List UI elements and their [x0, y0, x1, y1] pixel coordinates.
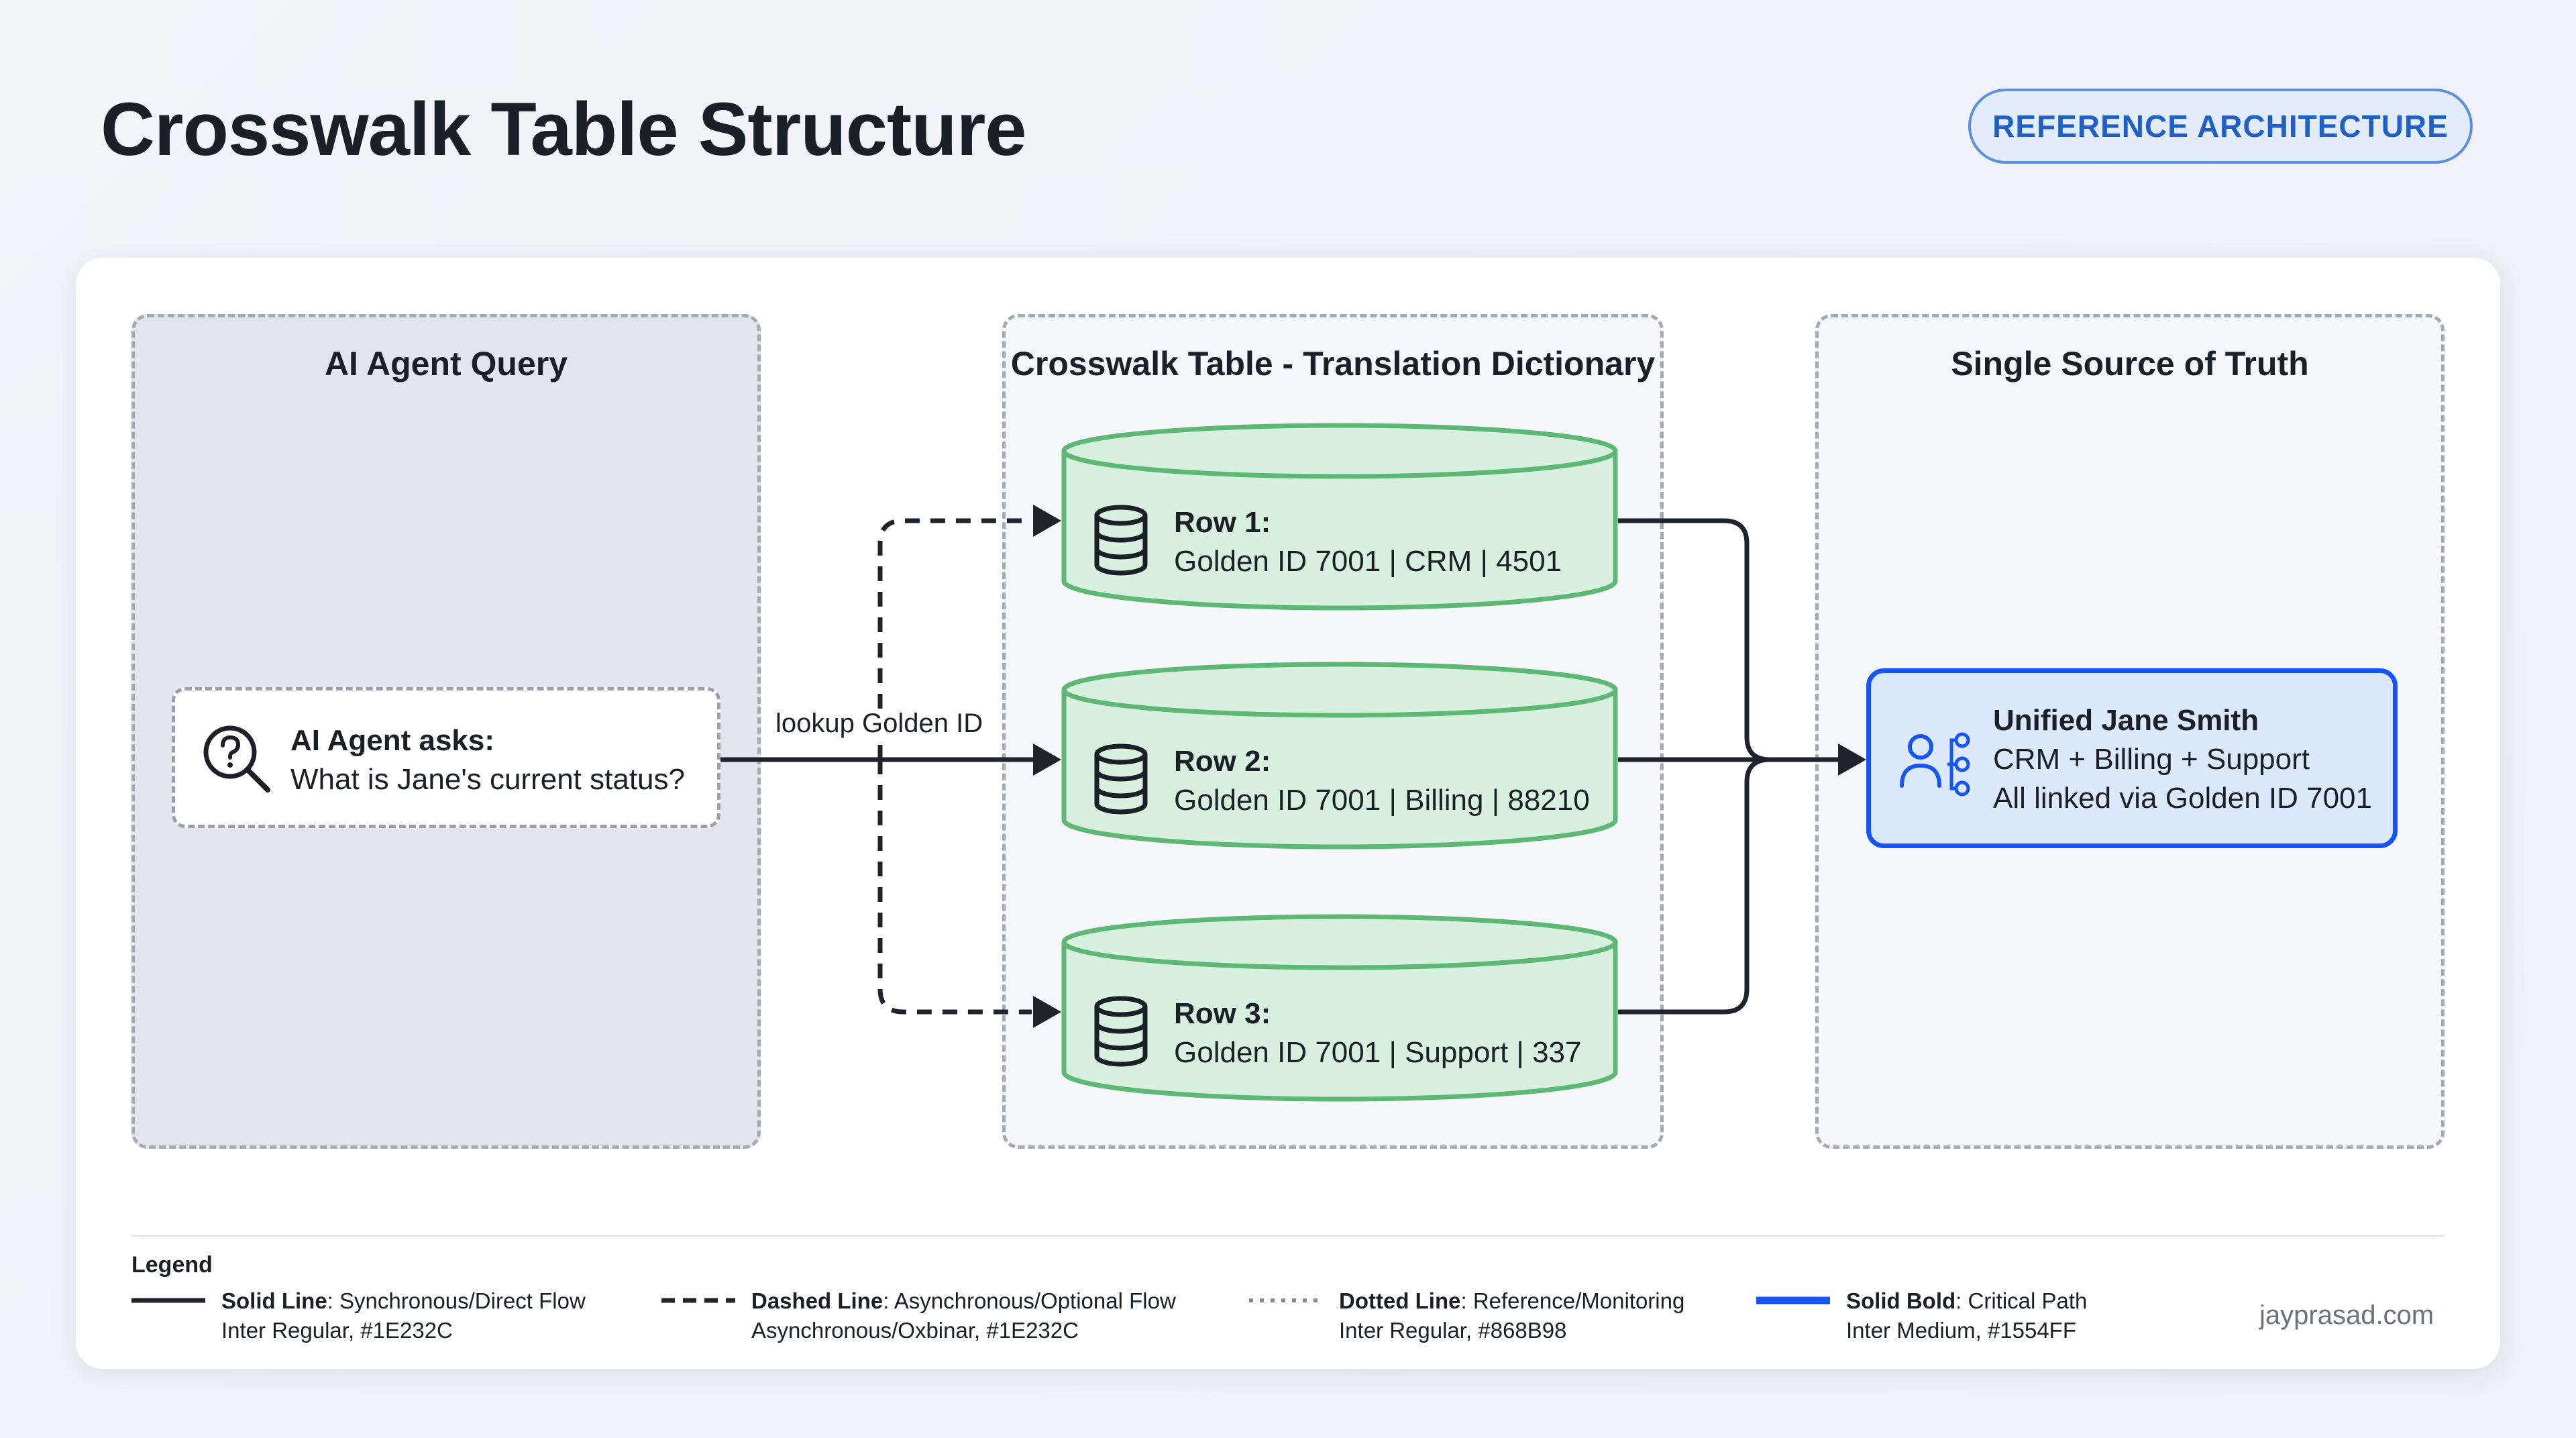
reference-architecture-badge: REFERENCE ARCHITECTURE — [1968, 89, 2473, 164]
arrowhead — [1033, 996, 1061, 1028]
unified-heading: Unified Jane Smith — [1993, 704, 2259, 737]
legend-divider — [131, 1235, 2445, 1237]
row-body: Golden ID 7001 | Support | 337 — [1174, 1036, 1582, 1069]
row-heading: Row 1: — [1174, 506, 1271, 539]
users-network-icon — [1900, 732, 1970, 797]
dashed-line-swatch — [661, 1298, 735, 1303]
dotted-line-swatch — [1249, 1298, 1323, 1302]
merge-connector — [1618, 518, 1839, 1015]
database-icon — [1094, 743, 1148, 815]
row-heading: Row 2: — [1174, 745, 1271, 778]
arrowhead — [1033, 743, 1061, 776]
dashed-connector — [877, 518, 1032, 1015]
crosswalk-row-1: Row 1: Golden ID 7001 | CRM | 4501 — [1061, 423, 1618, 617]
lookup-edge-label: lookup Golden ID — [771, 709, 987, 739]
row-body: Golden ID 7001 | CRM | 4501 — [1174, 545, 1562, 578]
legend-item-desc: : Synchronous/Direct Flow — [327, 1288, 586, 1313]
crosswalk-row-2: Row 2: Golden ID 7001 | Billing | 88210 — [1061, 662, 1618, 856]
legend-item-sub: Asynchronous/Oxbinar, #1E232C — [751, 1318, 1079, 1343]
legend-item-name: Dotted Line — [1339, 1288, 1461, 1313]
database-icon — [1094, 505, 1148, 576]
solid-line-swatch — [131, 1298, 205, 1303]
legend-title: Legend — [131, 1252, 213, 1278]
ai-agent-query-box: AI Agent asks: What is Jane's current st… — [172, 687, 720, 828]
panel-title: Crosswalk Table - Translation Dictionary — [1010, 345, 1656, 382]
panel-title: AI Agent Query — [324, 345, 568, 382]
legend-item-name: Dashed Line — [751, 1288, 883, 1313]
cylinder-shape — [1061, 662, 1618, 850]
crosswalk-row-3: Row 3: Golden ID 7001 | Support | 337 — [1061, 914, 1618, 1109]
legend-item-desc: : Asynchronous/Optional Flow — [883, 1288, 1176, 1313]
legend-item-name: Solid Line — [221, 1288, 327, 1313]
bold-line-swatch — [1756, 1296, 1830, 1304]
legend-item-sub: Inter Regular, #1E232C — [221, 1318, 453, 1343]
query-heading: AI Agent asks: — [290, 724, 495, 757]
database-icon — [1094, 996, 1148, 1067]
legend-item-name: Solid Bold — [1846, 1288, 1956, 1313]
unified-line-2: All linked via Golden ID 7001 — [1993, 782, 2372, 815]
footer-site-link[interactable]: jayprasad.com — [2259, 1300, 2434, 1330]
row-body: Golden ID 7001 | Billing | 88210 — [1174, 784, 1590, 817]
arrowhead — [1033, 505, 1061, 537]
legend-item-sub: Inter Regular, #868B98 — [1339, 1318, 1567, 1343]
legend-item-desc: : Critical Path — [1955, 1288, 2088, 1313]
row-heading: Row 3: — [1174, 997, 1271, 1030]
cylinder-shape — [1061, 423, 1618, 611]
legend-item-desc: : Reference/Monitoring — [1460, 1288, 1685, 1313]
query-question: What is Jane's current status? — [290, 763, 685, 796]
unified-record-box: Unified Jane Smith CRM + Billing + Suppo… — [1866, 668, 2398, 848]
cylinder-shape — [1061, 914, 1618, 1102]
unified-line-1: CRM + Billing + Support — [1993, 743, 2310, 776]
search-question-icon — [203, 725, 270, 792]
page-title: Crosswalk Table Structure — [101, 87, 1027, 171]
legend-item-sub: Inter Medium, #1554FF — [1846, 1318, 2076, 1343]
arrowhead — [1838, 743, 1866, 776]
panel-title: Single Source of Truth — [1951, 345, 2309, 382]
